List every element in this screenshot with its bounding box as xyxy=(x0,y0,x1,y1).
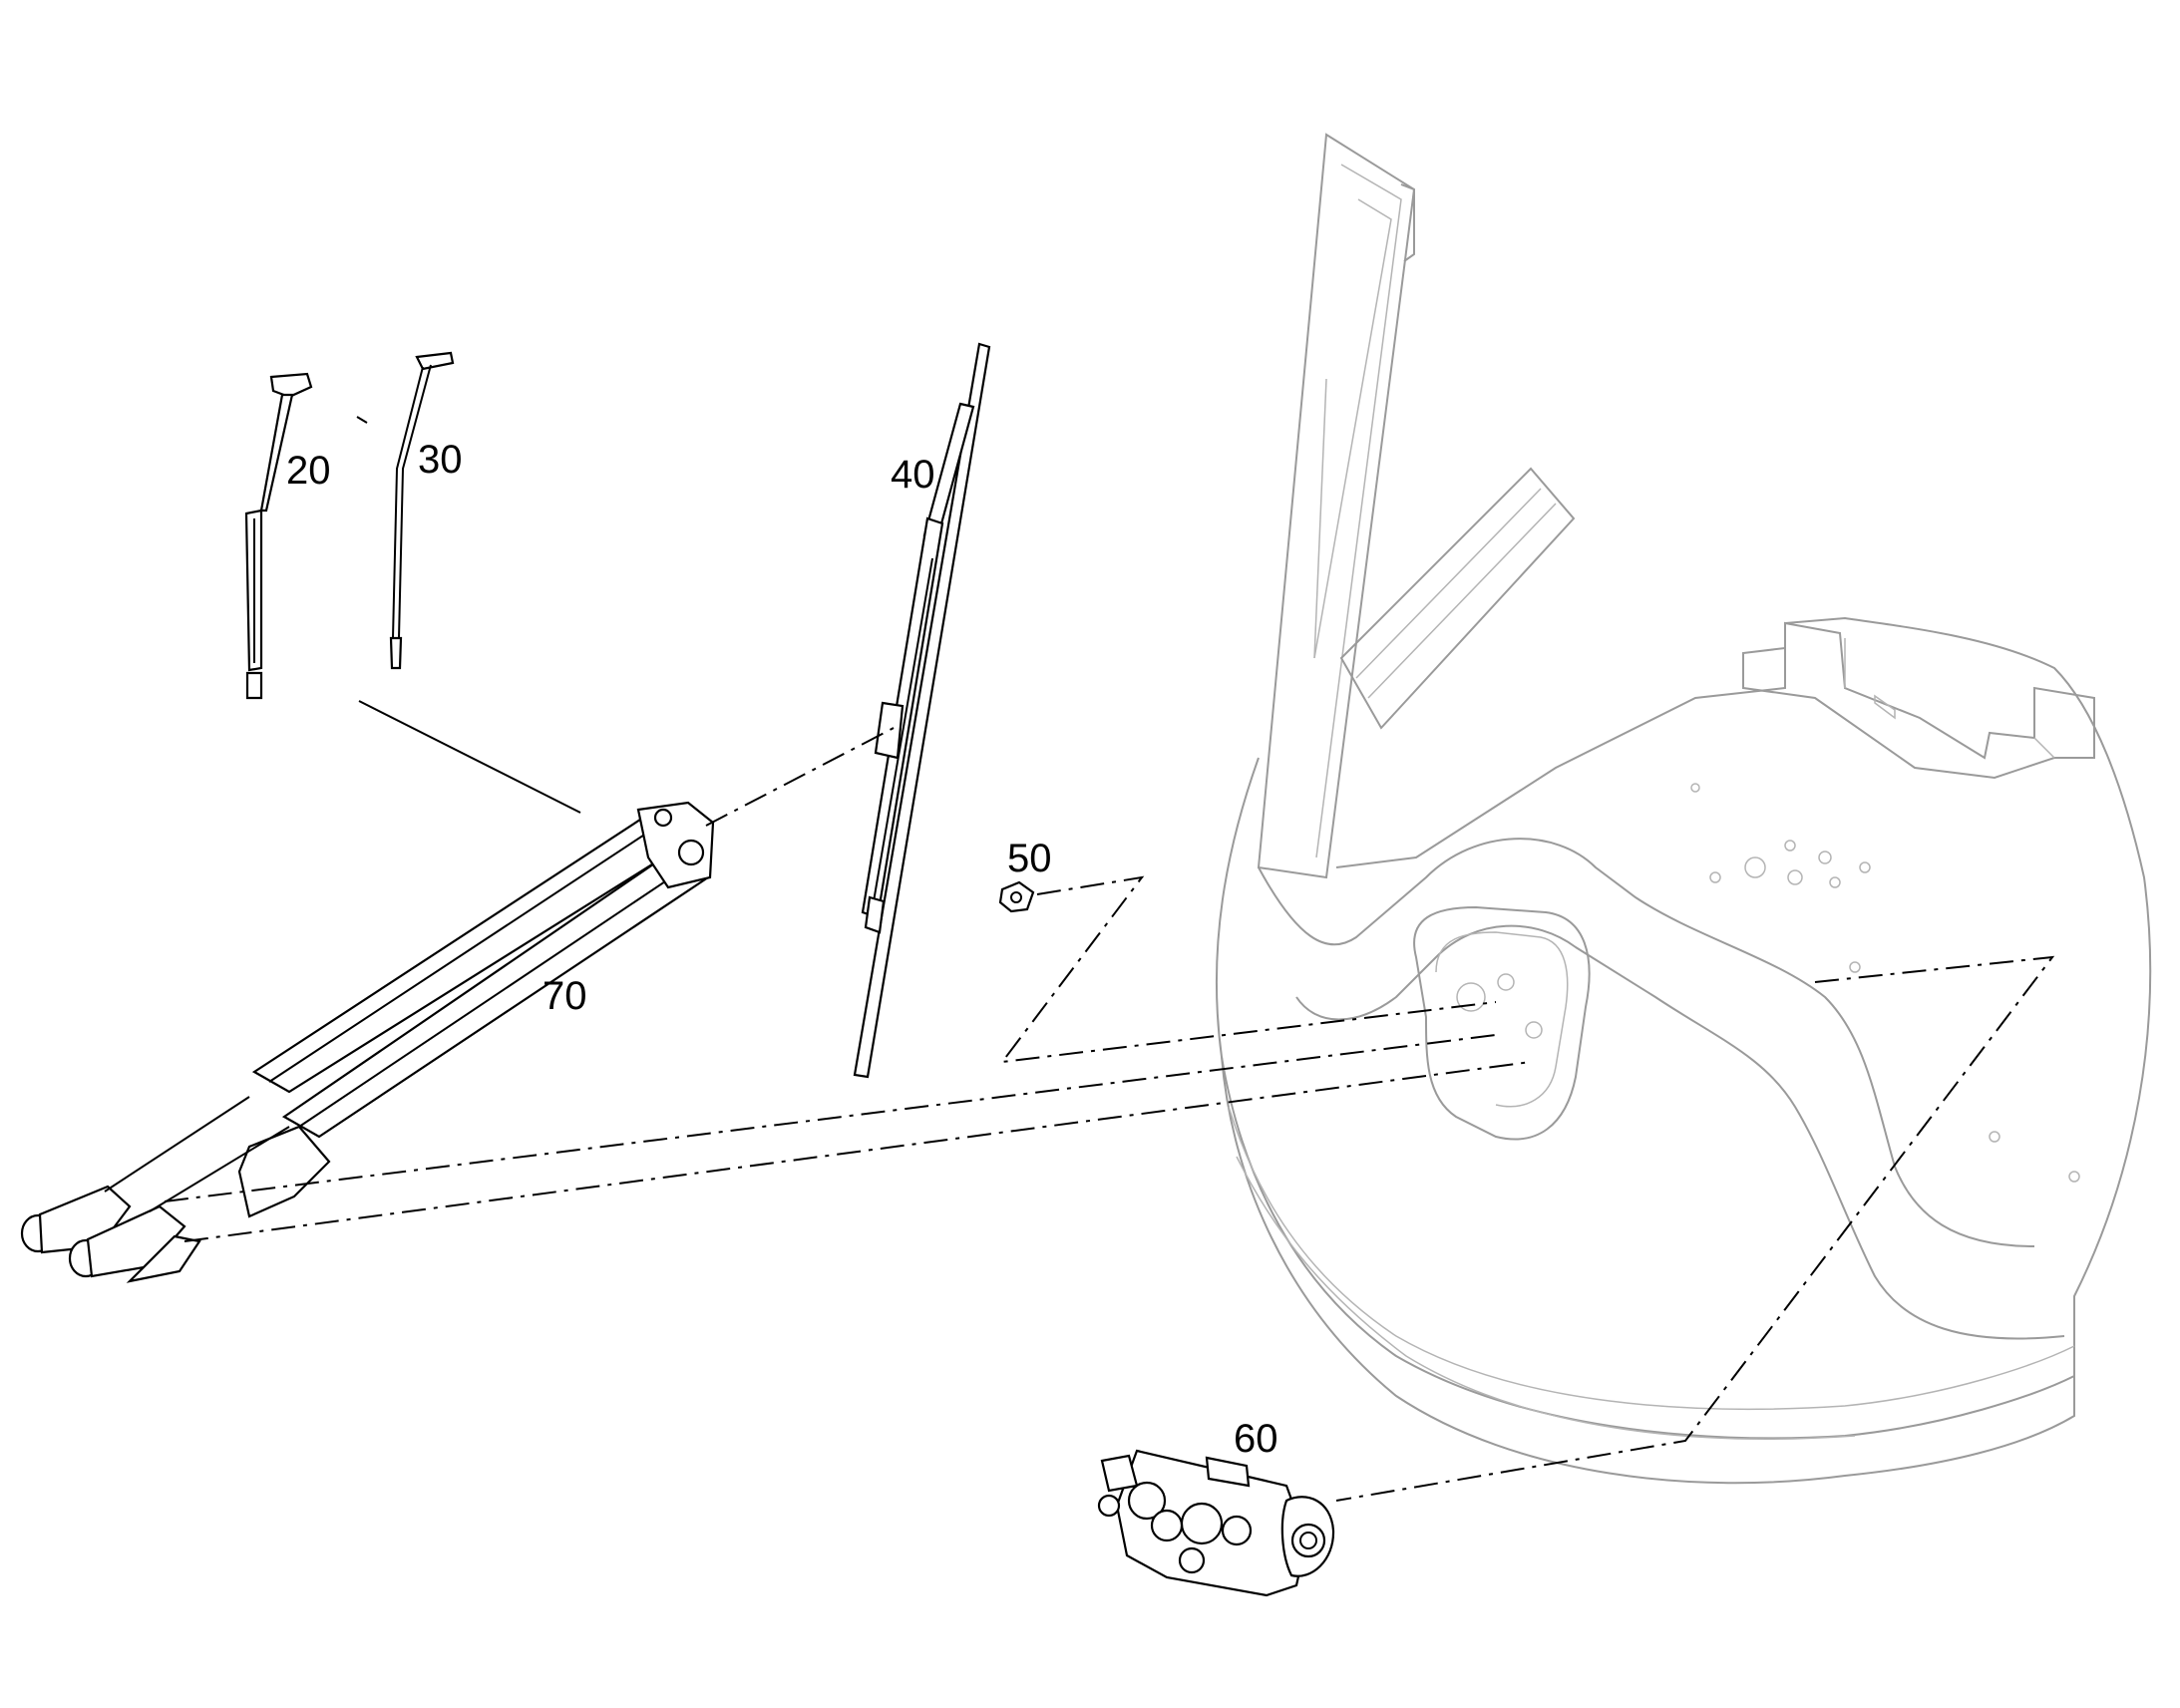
part-60-wiper-motor xyxy=(1097,1449,1335,1597)
callout-50: 50 xyxy=(1007,837,1052,880)
part-70-wiper-arm-assembly xyxy=(20,801,715,1283)
callout-70: 70 xyxy=(543,974,587,1018)
callout-20: 20 xyxy=(286,449,331,493)
part-30-wiper-arm xyxy=(389,351,455,670)
callout-labels: 20 30 40 50 60 70 xyxy=(286,438,1278,1461)
floor-holes xyxy=(1690,783,2080,1183)
callout-30: 30 xyxy=(418,438,463,482)
part-50-nut xyxy=(998,880,1035,913)
cab-body-outline xyxy=(1215,133,2152,1485)
callout-40: 40 xyxy=(891,453,935,497)
part-40-wiper-blade xyxy=(853,342,991,1079)
part-20-wiper-arm xyxy=(244,372,313,700)
leader-lines xyxy=(164,416,2055,1502)
callout-60: 60 xyxy=(1234,1417,1278,1461)
